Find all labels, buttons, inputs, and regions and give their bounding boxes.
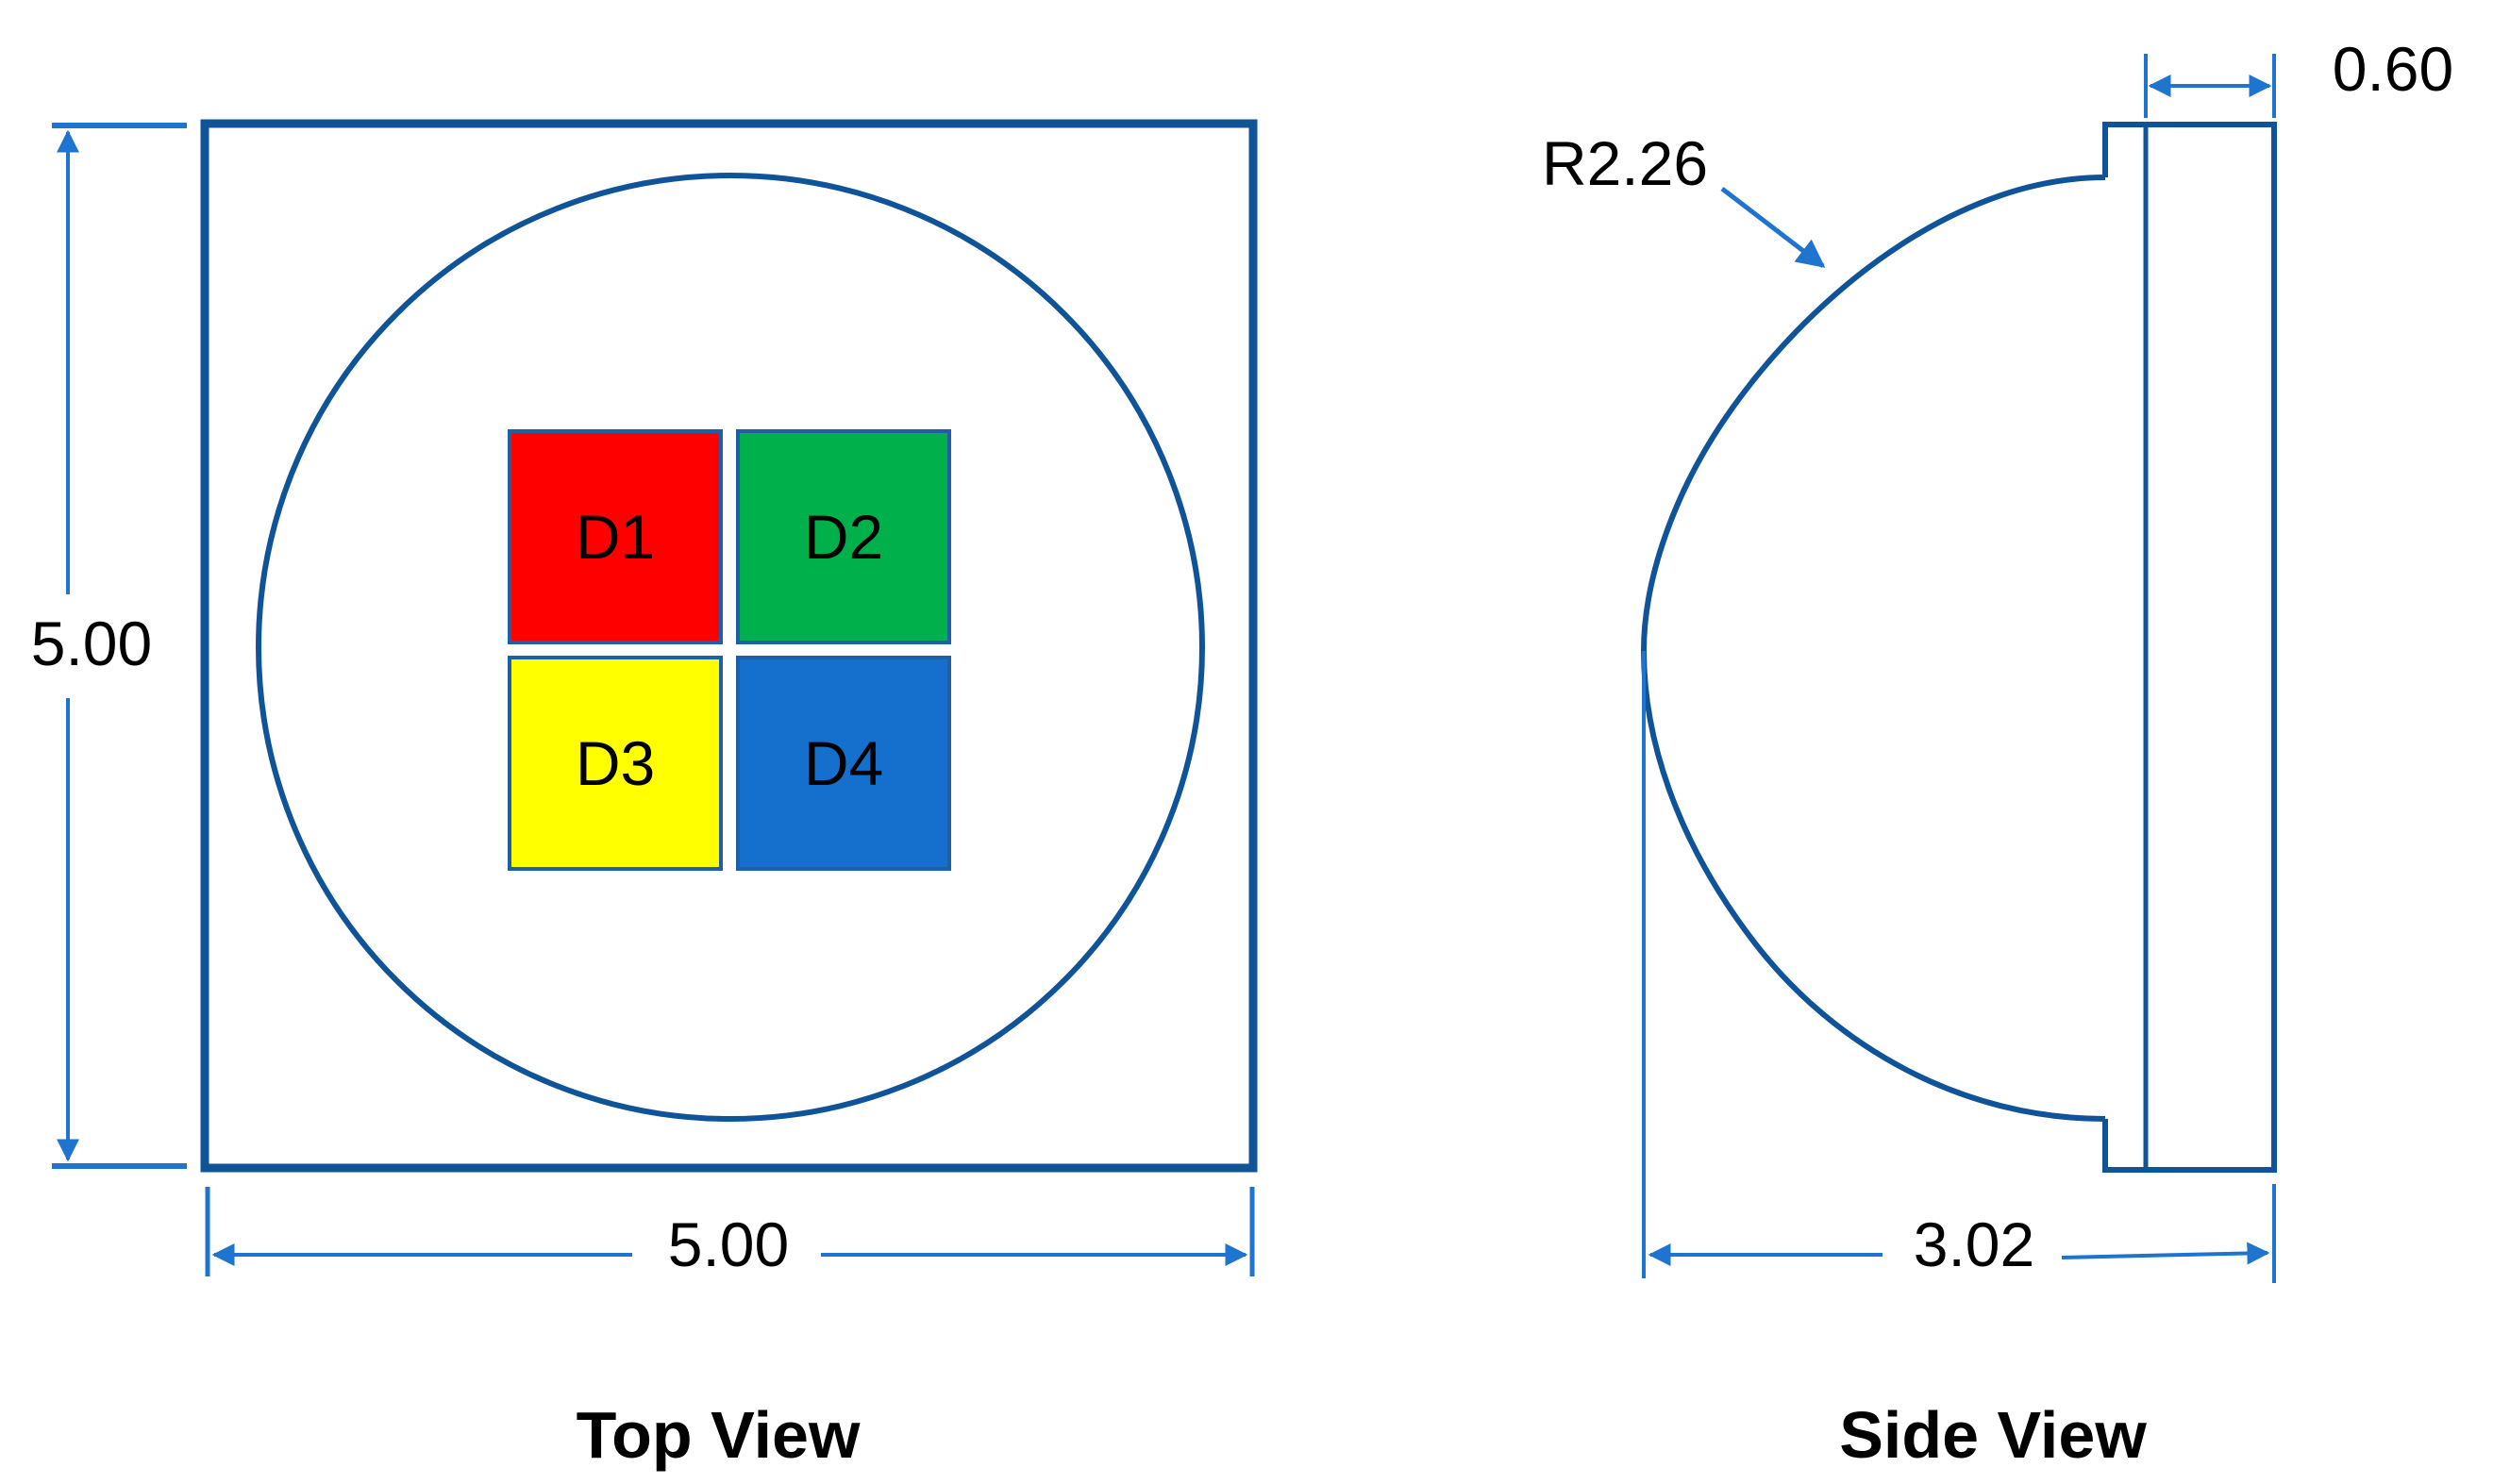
width-dim-label: 5.00: [668, 1209, 789, 1279]
top-view: D1 D2 D3 D4 5.00 5.00: [31, 119, 1258, 1472]
led-label-d4: D4: [804, 728, 883, 798]
height-dim-label: 5.00: [31, 609, 152, 678]
thickness-dim-label: 0.60: [2333, 34, 2453, 104]
side-view: R2.26 0.60 3.02 Side View: [1542, 34, 2453, 1472]
led-label-d3: D3: [576, 728, 655, 798]
top-view-caption: Top View: [577, 1398, 861, 1472]
thickness-dimension: 0.60: [2144, 34, 2453, 118]
depth-dimension: 3.02: [1642, 651, 2276, 1283]
depth-dim-label: 3.02: [1914, 1209, 2034, 1279]
lens-profile: [1640, 175, 2106, 1122]
width-dimension: 5.00: [205, 1187, 1255, 1279]
led-d4: D4: [736, 656, 951, 871]
lens-flange: [2102, 122, 2277, 1173]
led-label-d1: D1: [576, 502, 655, 572]
lens-circle: [256, 173, 1205, 1122]
led-d1: D1: [508, 429, 723, 644]
led-d2: D2: [736, 429, 951, 644]
package-outline: [200, 119, 1258, 1173]
radius-label: R2.26: [1542, 128, 1708, 198]
height-dimension: 5.00: [31, 123, 187, 1169]
side-view-caption: Side View: [1839, 1398, 2147, 1472]
radius-callout: R2.26: [1542, 128, 1826, 268]
led-d3: D3: [508, 656, 723, 871]
led-label-d2: D2: [804, 502, 883, 572]
